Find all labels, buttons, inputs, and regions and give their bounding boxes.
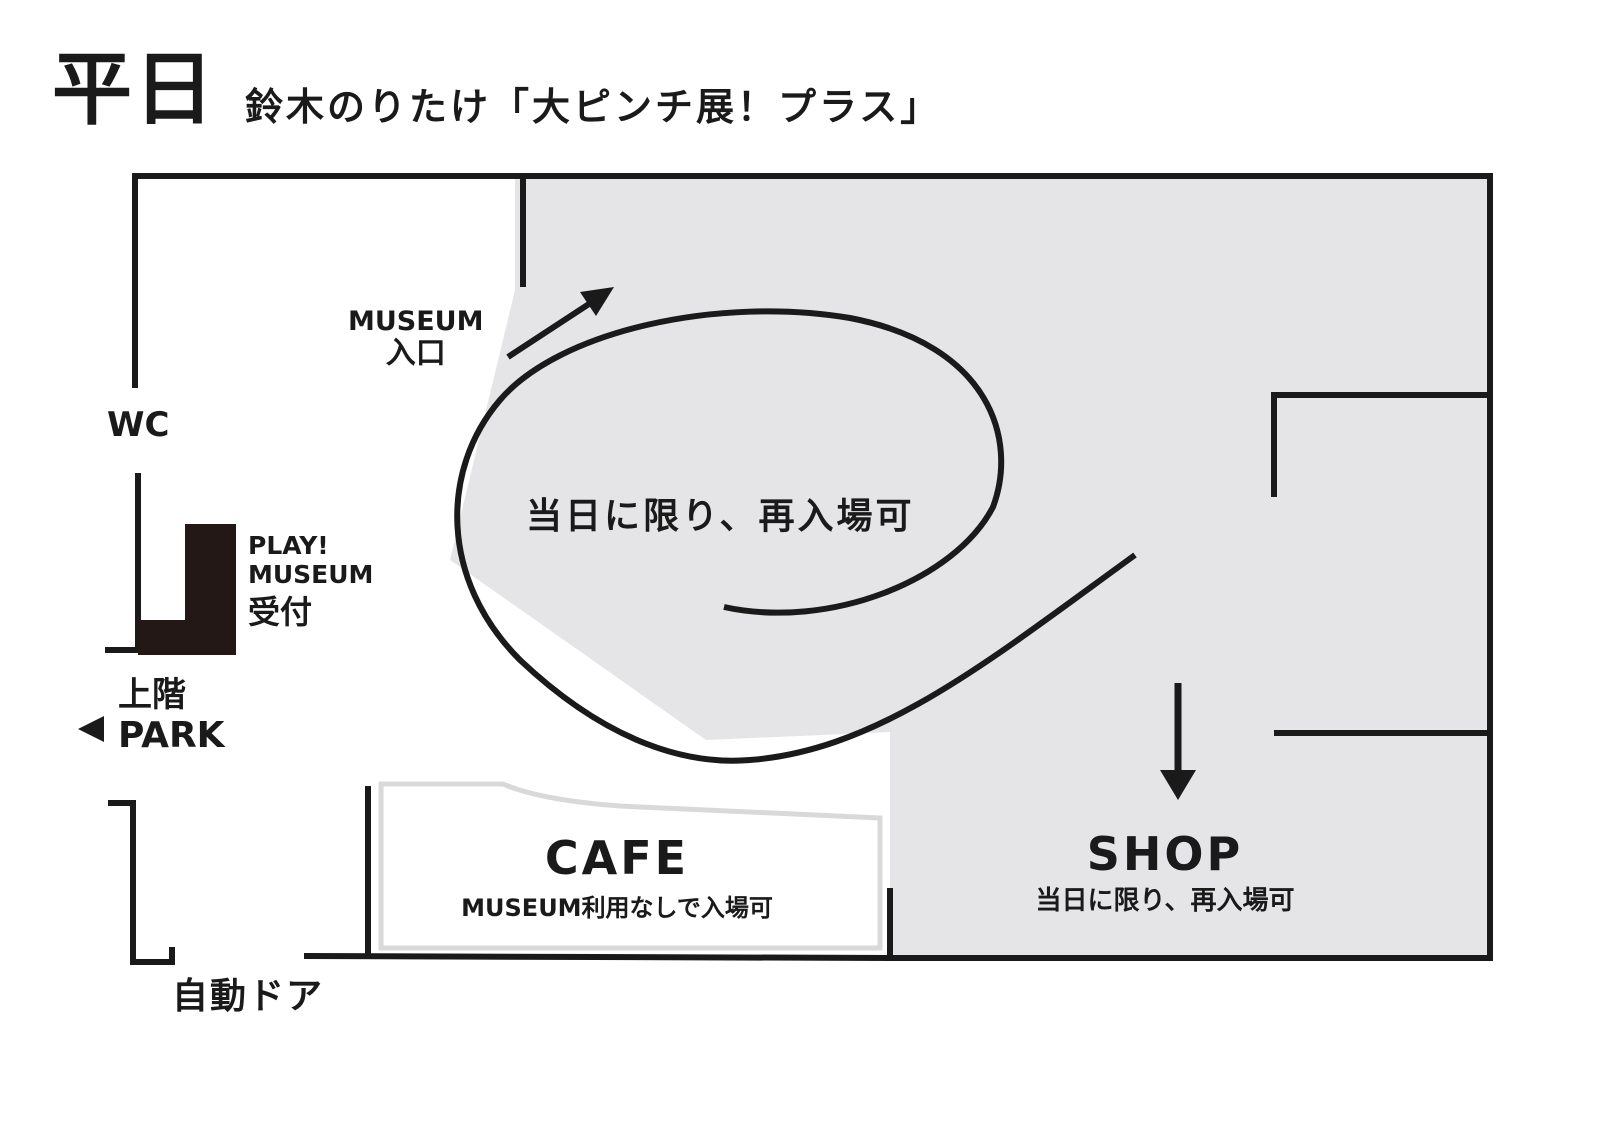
entrance-arrow-icon <box>506 287 614 360</box>
upper-floor-label: 上階 PARK <box>118 675 225 757</box>
left-wall-lower <box>105 473 141 653</box>
upper-floor-en: PARK <box>118 715 225 757</box>
page-title: 平日 <box>52 43 216 136</box>
inner-walls <box>365 176 1490 958</box>
shop-note: 当日に限り、再入場可 <box>1035 885 1295 916</box>
reception-jp: 受付 <box>248 592 313 631</box>
shop-label: SHOP 当日に限り、再入場可 <box>990 828 1340 917</box>
reception-counter <box>138 524 236 655</box>
spiral-wall <box>454 308 1137 764</box>
gallery-reentry-note: 当日に限り、再入場可 <box>526 496 915 537</box>
bottom-wall <box>303 952 894 962</box>
down-arrow-icon <box>1160 683 1196 800</box>
cafe-outline <box>378 781 883 951</box>
left-arrow-icon <box>78 716 104 742</box>
shop-partition-upper <box>1271 392 1490 497</box>
museum-entrance-label: MUSEUM 入口 <box>348 306 483 372</box>
cafe-name: CAFE <box>544 831 690 885</box>
wc-label: WC <box>107 405 170 445</box>
auto-door-label: 自動ドア <box>172 976 325 1017</box>
shop-name: SHOP <box>1086 827 1244 881</box>
exhibition-title: 鈴木のりたけ「大ピンチ展！プラス」 <box>245 85 942 129</box>
door-frame <box>108 800 175 965</box>
reception-line1: PLAY! <box>248 531 329 560</box>
reception-line2: MUSEUM <box>248 559 374 589</box>
upper-floor-jp: 上階 <box>118 675 186 715</box>
top-left-wall <box>132 173 1493 961</box>
reception-label: PLAY! MUSEUM 受付 <box>248 531 374 631</box>
museum-entrance-jp: 入口 <box>385 336 446 372</box>
gallery-area <box>450 176 1490 958</box>
cafe-label: CAFE MUSEUM利用なしで入場可 <box>382 832 852 922</box>
museum-entrance-en: MUSEUM <box>348 306 484 337</box>
cafe-note: MUSEUM利用なしで入場可 <box>461 893 773 922</box>
